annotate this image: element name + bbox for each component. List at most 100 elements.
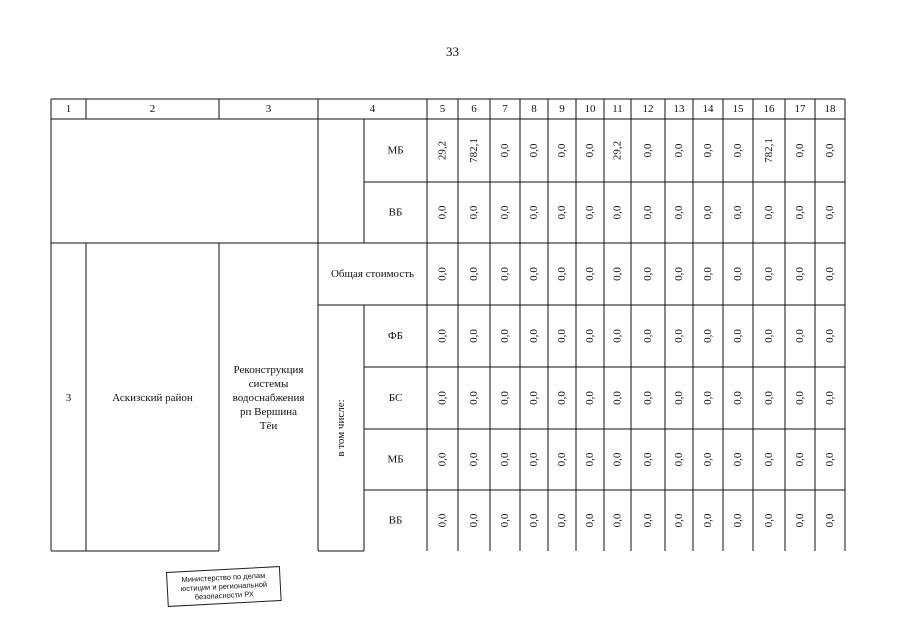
value-cell: 0,0 [763,329,775,343]
value-cell: 0,0 [468,513,480,527]
value-cell: 0,0 [794,143,806,157]
project-number: 3 [66,392,72,404]
value-cell: 0,0 [824,329,836,343]
value-cell: 0,0 [612,452,624,466]
value-cell: 0,0 [528,391,540,405]
value-cell: 29,2 [612,141,624,160]
value-cell: 782,1 [468,138,480,163]
value-cell: 0,0 [763,452,775,466]
page-number: 33 [446,44,459,59]
value-cell: 0,0 [556,391,568,405]
value-cell: 0,0 [528,329,540,343]
value-cell: 0,0 [824,513,836,527]
value-cell: 0,0 [468,205,480,219]
value-cell: 0,0 [824,452,836,466]
value-cell: 0,0 [794,267,806,281]
column-number: 17 [795,103,807,115]
value-cell: 0,0 [584,452,596,466]
value-cell: 0,0 [499,391,511,405]
column-number: 5 [440,103,446,115]
value-cell: 0,0 [794,513,806,527]
value-cell: 29,2 [437,141,449,160]
value-cell: 0,0 [499,452,511,466]
value-cell: 0,0 [437,205,449,219]
value-cell: 0,0 [763,391,775,405]
value-cell: 0,0 [794,205,806,219]
column-number: 12 [643,103,654,115]
value-cell: 0,0 [584,329,596,343]
value-cell: 0,0 [702,391,714,405]
column-number: 2 [150,103,156,115]
value-cell: 0,0 [702,143,714,157]
value-cell: 0,0 [642,452,654,466]
value-cell: 0,0 [528,513,540,527]
value-cell: 0,0 [732,205,744,219]
value-cell: 0,0 [468,391,480,405]
value-cell: 0,0 [824,391,836,405]
column-number: 6 [471,103,477,115]
value-cell: 0,0 [556,205,568,219]
column-number: 13 [674,103,686,115]
value-cell: 0,0 [794,452,806,466]
column-number: 1 [66,103,72,115]
value-cell: 0,0 [732,391,744,405]
district-name: Аскизский район [112,392,193,404]
object-name-line: системы [249,378,289,390]
value-cell: 0,0 [437,452,449,466]
value-cell: 0,0 [673,205,685,219]
value-cell: 0,0 [612,267,624,281]
value-cell: 0,0 [673,267,685,281]
value-cell: 0,0 [642,143,654,157]
fund-label: МБ [387,454,403,466]
column-number: 9 [559,103,565,115]
fund-label: МБ [387,145,403,157]
value-cell: 0,0 [673,143,685,157]
value-cell: 0,0 [702,267,714,281]
column-number: 10 [585,103,597,115]
value-cell: 0,0 [794,391,806,405]
value-cell: 0,0 [584,267,596,281]
value-cell: 0,0 [702,329,714,343]
fund-label: БС [389,392,403,404]
object-name-line: рп Вершина [240,406,297,418]
value-cell: 0,0 [824,267,836,281]
value-cell: 0,0 [584,513,596,527]
value-cell: 0,0 [732,267,744,281]
value-cell: 0,0 [763,205,775,219]
value-cell: 0,0 [612,205,624,219]
value-cell: 0,0 [556,452,568,466]
value-cell: 0,0 [499,513,511,527]
value-cell: 0,0 [612,391,624,405]
value-cell: 0,0 [824,205,836,219]
value-cell: 0,0 [824,143,836,157]
value-cell: 0,0 [673,329,685,343]
value-cell: 0,0 [528,143,540,157]
value-cell: 0,0 [612,513,624,527]
value-cell: 0,0 [702,513,714,527]
value-cell: 0,0 [584,391,596,405]
object-name-line: Реконструкция [234,364,304,376]
value-cell: 0,0 [556,513,568,527]
value-cell: 0,0 [763,513,775,527]
column-number: 7 [502,103,508,115]
value-cell: 0,0 [763,267,775,281]
value-cell: 0,0 [499,143,511,157]
value-cell: 0,0 [468,329,480,343]
value-cell: 0,0 [584,205,596,219]
value-cell: 0,0 [468,452,480,466]
object-name-line: водоснабжения [233,392,305,404]
column-number: 15 [733,103,745,115]
value-cell: 0,0 [437,391,449,405]
object-name-line: Тёи [260,420,278,432]
fund-label: ВБ [389,207,403,219]
value-cell: 0,0 [732,143,744,157]
value-cell: 0,0 [673,452,685,466]
value-cell: 0,0 [528,205,540,219]
value-cell: 0,0 [642,329,654,343]
column-number: 3 [266,103,272,115]
value-cell: 0,0 [673,513,685,527]
value-cell: 0,0 [642,267,654,281]
column-number: 11 [612,103,623,115]
value-cell: 0,0 [556,329,568,343]
value-cell: 0,0 [499,205,511,219]
